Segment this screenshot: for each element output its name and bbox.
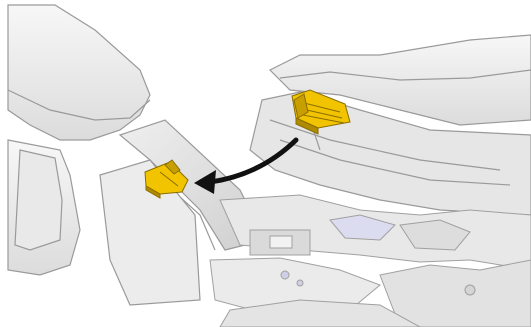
- vehicle-interior-drawing: [0, 0, 531, 327]
- technical-illustration: [0, 0, 531, 327]
